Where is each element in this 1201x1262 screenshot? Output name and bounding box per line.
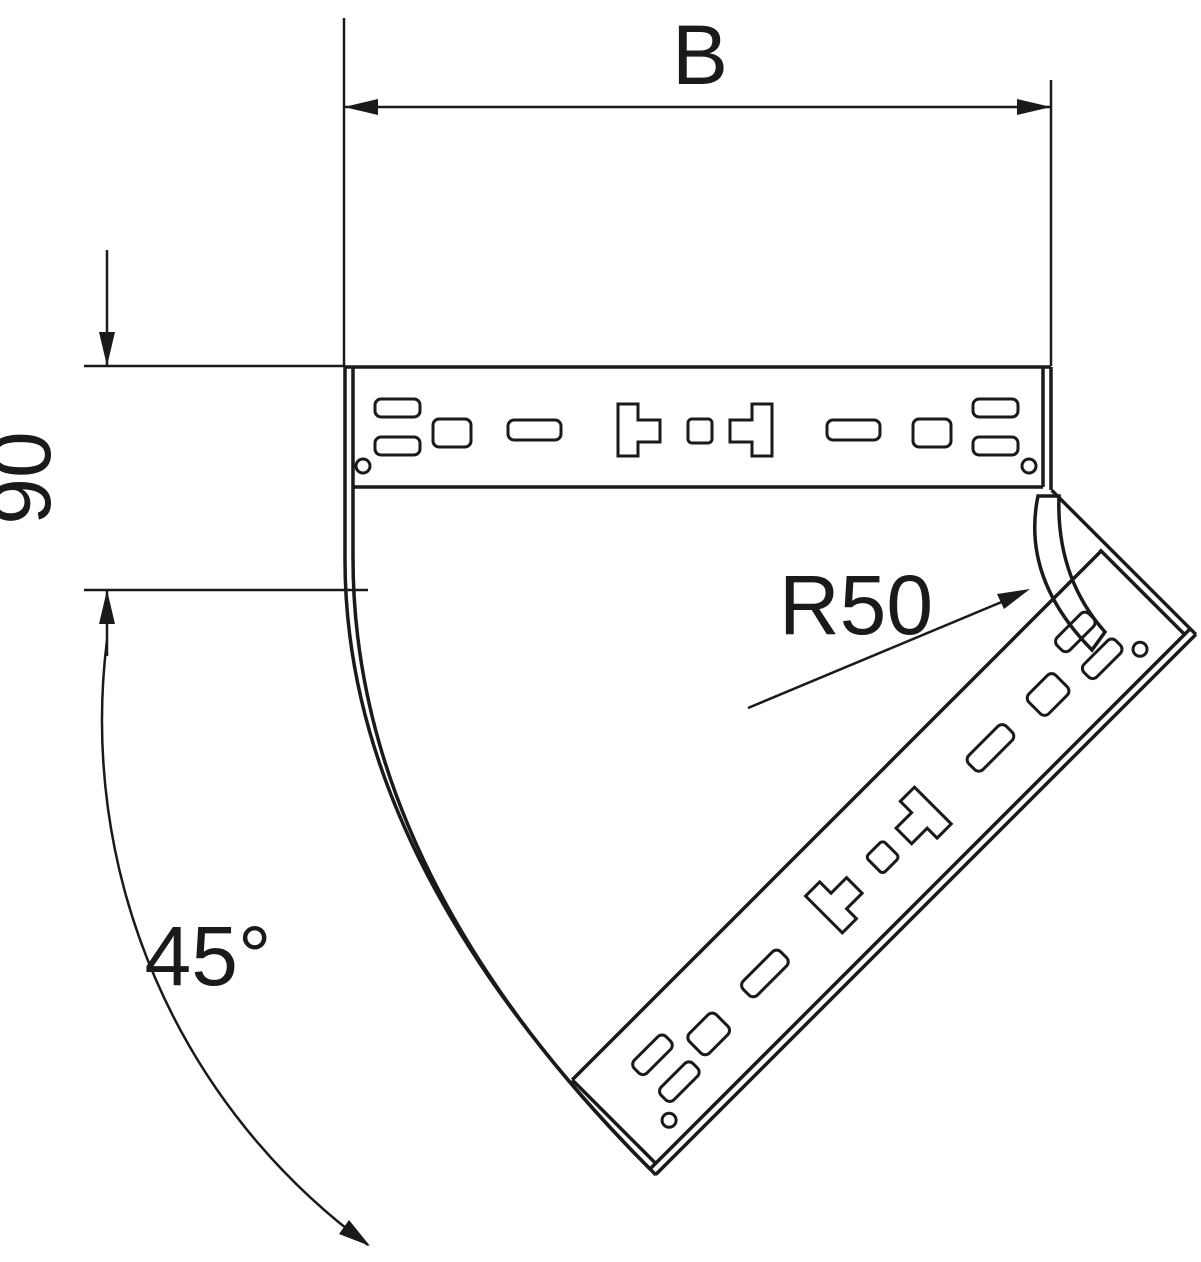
arrowhead-radius [997, 589, 1030, 609]
slot [631, 1033, 674, 1077]
tray-angled-arm [570, 488, 1198, 1176]
end-face-outer [654, 633, 1198, 1176]
arrowhead-up [99, 590, 115, 624]
slot [740, 948, 790, 999]
slot [686, 1011, 732, 1057]
mounting-hole [1131, 640, 1149, 658]
radius-annotation: R50 [747, 558, 1030, 710]
dimension-b-label: B [672, 8, 728, 102]
slot [373, 435, 422, 457]
mounting-hole [660, 1111, 678, 1129]
slot [1054, 610, 1097, 654]
perforation-pattern-horizontal [354, 397, 1038, 475]
t-slot-left [616, 402, 662, 458]
angled-left-cap [570, 1078, 657, 1165]
slot [431, 417, 473, 449]
dimension-90: 90 [0, 250, 368, 656]
slot [658, 1060, 701, 1103]
slot [1025, 672, 1071, 717]
slot [971, 397, 1020, 419]
angle-annotation: 45° [100, 639, 370, 1247]
angle-label: 45° [144, 909, 271, 1003]
arrowhead-arc [339, 1220, 370, 1246]
radius-label: R50 [779, 558, 933, 652]
radius-leader-line [747, 599, 1005, 710]
slot [1080, 637, 1124, 681]
end-face-inner [648, 627, 1192, 1171]
slot [506, 418, 563, 442]
mounting-hole [1020, 457, 1038, 475]
perforation-pattern-angled [631, 610, 1149, 1129]
t-slot-right [728, 402, 774, 458]
inner-bend-curve [351, 367, 652, 1171]
arrowhead-left [344, 99, 378, 115]
angle-arc [100, 639, 369, 1247]
slot [373, 397, 422, 419]
slot [686, 417, 714, 445]
corner-radius-tab [1033, 494, 1108, 653]
t-slot-left [803, 875, 865, 935]
tray-inner-edge-angled [570, 549, 1103, 1082]
tray-body [343, 365, 1108, 1177]
arrowhead-right [1017, 99, 1051, 115]
slot [965, 723, 1016, 773]
dimension-b: B [342, 8, 1053, 366]
angled-rail-inner [1098, 548, 1186, 636]
slot [865, 840, 900, 874]
t-slot-right [893, 785, 954, 846]
arrowhead-down [99, 332, 115, 366]
angled-rail-outer [1050, 488, 1198, 636]
dimension-90-label: 90 [0, 431, 68, 524]
slot [825, 418, 882, 442]
mounting-hole [354, 457, 372, 475]
slot [971, 435, 1020, 457]
slot [911, 417, 953, 449]
